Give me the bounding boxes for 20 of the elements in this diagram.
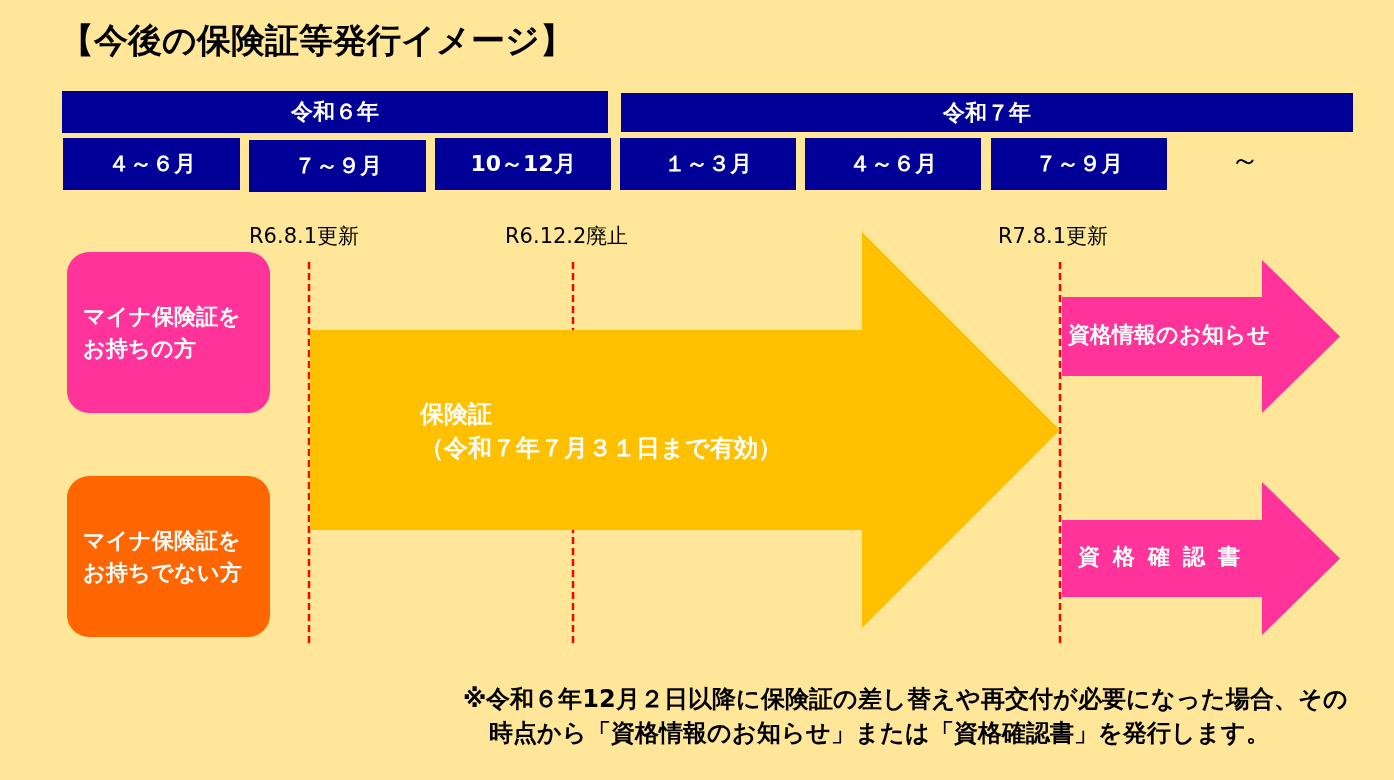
date-label: R6.12.2廃止 (505, 223, 629, 250)
year-header: 令和６年 (62, 91, 608, 133)
year-header: 令和７年 (621, 93, 1353, 132)
arrow-label: 資格確認書 (1078, 543, 1253, 571)
period-header: ７～９月 (991, 138, 1167, 190)
title: 【今後の保険証等発行イメージ】 (60, 19, 574, 62)
period-header: １～３月 (620, 138, 796, 190)
period-header: ７～９月 (249, 140, 426, 192)
arrow-label: （令和７年７月３１日まで有効） (420, 433, 782, 464)
date-label: R7.8.1更新 (998, 223, 1109, 250)
group-box: マイナ保険証をお持ちでない方 (67, 476, 270, 637)
tilde-mark: ～ (1230, 141, 1260, 179)
arrow-label: 保険証 (420, 399, 492, 430)
period-header: ４～６月 (805, 138, 981, 190)
group-box: マイナ保険証をお持ちの方 (67, 252, 270, 413)
period-header: 10～12月 (435, 138, 611, 190)
date-label: R6.8.1更新 (249, 223, 360, 250)
arrow-label: 資格情報のお知らせ (1068, 321, 1270, 349)
footnote: ※令和６年12月２日以降に保険証の差し替えや再交付が必要になった場合、その時点から「資格情報のお知らせ」または「資格確認書」を発行します。 (463, 684, 1349, 749)
period-header: ４～６月 (63, 138, 240, 190)
